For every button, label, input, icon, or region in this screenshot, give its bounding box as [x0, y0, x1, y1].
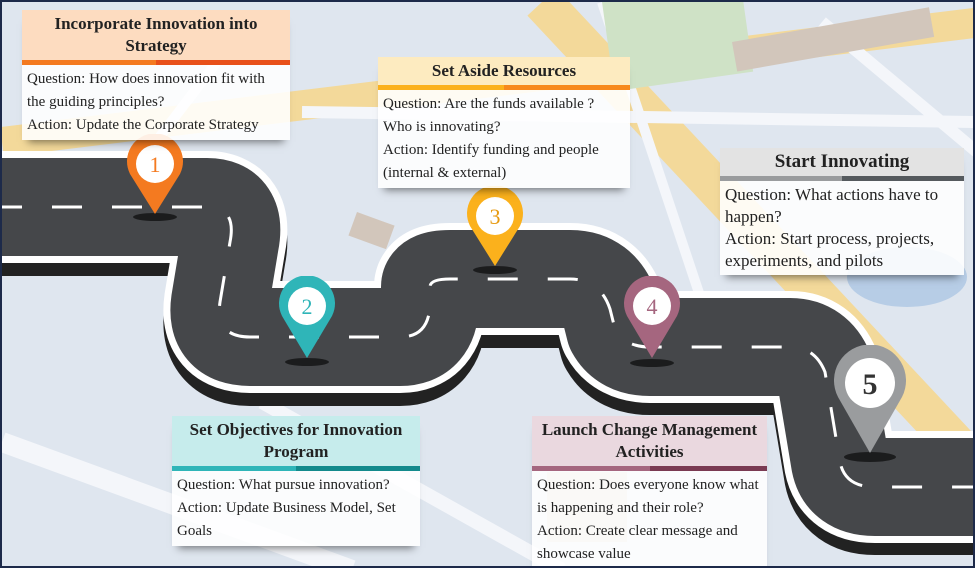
step-3-title: Set Aside Resources	[378, 57, 630, 85]
step-3-action: Action: Identify funding and people (int…	[383, 142, 599, 181]
step-2-action: Action: Update Business Model, Set Goals	[177, 500, 396, 539]
step-1-divider	[22, 60, 290, 65]
step-1-action: Action: Update the Corporate Strategy	[27, 117, 259, 133]
pin-4-number: 4	[647, 294, 658, 319]
pin-2-number: 2	[302, 294, 313, 319]
step-3-divider	[378, 85, 630, 90]
step-5-question: Question: What actions have to happen?	[725, 185, 939, 226]
step-4-card: Launch Change Management Activities Ques…	[532, 416, 767, 566]
step-2-divider	[172, 466, 420, 471]
step-5-action: Action: Start process, projects, experim…	[725, 229, 935, 270]
step-1-question: Question: How does innovation fit with t…	[27, 71, 265, 110]
pin-shadows	[133, 213, 896, 462]
step-2-question: Question: What pursue innovation?	[177, 477, 390, 493]
step-2-title: Set Objectives for Innovation Program	[172, 416, 420, 466]
step-5-card: Start Innovating Question: What actions …	[720, 148, 964, 275]
step-3-card: Set Aside Resources Question: Are the fu…	[378, 57, 630, 188]
step-1-card: Incorporate Innovation into Strategy Que…	[22, 10, 290, 140]
step-1-title: Incorporate Innovation into Strategy	[22, 10, 290, 60]
pin-1-number: 1	[150, 152, 161, 177]
pin-4: 4	[624, 276, 680, 358]
step-4-action: Action: Create clear message and showcas…	[537, 523, 738, 562]
pin-3-number: 3	[490, 204, 501, 229]
step-3-question: Question: Are the funds available ? Who …	[383, 96, 595, 135]
step-5-title: Start Innovating	[720, 148, 964, 176]
pin-3: 3	[467, 186, 523, 266]
pin-5-number: 5	[863, 368, 878, 401]
pin-2: 2	[279, 276, 335, 358]
step-2-card: Set Objectives for Innovation Program Qu…	[172, 416, 420, 546]
pin-5: 5	[834, 345, 906, 453]
step-4-title: Launch Change Management Activities	[532, 416, 767, 466]
step-4-divider	[532, 466, 767, 471]
step-5-divider	[720, 176, 964, 181]
road	[2, 151, 973, 555]
pin-1: 1	[127, 134, 183, 214]
step-4-question: Question: Does everyone know what is hap…	[537, 477, 759, 516]
